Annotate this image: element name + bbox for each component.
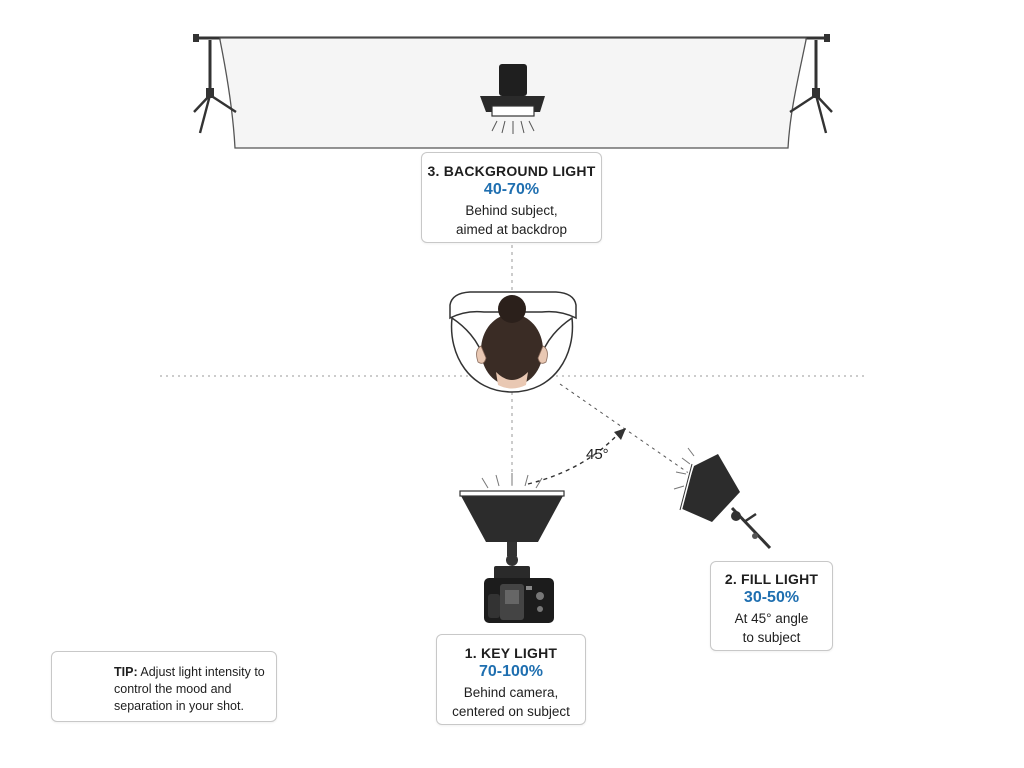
fill-light-intensity: 30-50% [743,589,800,606]
fill-light-card: 2. FILL LIGHT 30-50% At 45° angle to sub… [710,561,833,651]
key-light-desc-line2: centered on subject [452,704,570,719]
camera-icon [484,566,554,623]
fill-light-desc-line1: At 45° angle [734,611,809,626]
fill-light-softbox-icon [673,447,772,550]
background-light-description: Behind subject, aimed at backdrop [422,201,601,239]
tip-prefix: TIP: [114,665,138,679]
tip-text: TIP: Adjust light intensity to control t… [114,664,272,715]
angle-arc [527,428,626,485]
fill-light-desc-line2: to subject [742,630,801,645]
subject-icon [449,291,577,393]
angle-label: 45° [586,446,609,463]
tip-body: Adjust light intensity to control the mo… [114,665,265,713]
key-light-card: 1. KEY LIGHT 70-100% Behind camera, cent… [436,634,586,725]
background-light-title: 3. BACKGROUND LIGHT [427,163,596,179]
key-light-description: Behind camera, centered on subject [437,683,585,721]
background-light-desc-line2: aimed at backdrop [455,222,568,237]
key-light-intensity: 70-100% [478,663,544,680]
fill-light-description: At 45° angle to subject [711,609,832,647]
tip-box: TIP: Adjust light intensity to control t… [51,651,277,722]
fill-light-title: 2. FILL LIGHT [724,571,819,587]
key-light-desc-line1: Behind camera, [463,685,559,700]
background-light-card: 3. BACKGROUND LIGHT 40-70% Behind subjec… [421,152,602,243]
background-light-icon [480,64,545,134]
key-light-title: 1. KEY LIGHT [464,645,558,661]
background-light-desc-line1: Behind subject, [465,203,558,218]
background-light-intensity: 40-70% [483,181,540,198]
key-light-softbox-icon [459,473,565,566]
